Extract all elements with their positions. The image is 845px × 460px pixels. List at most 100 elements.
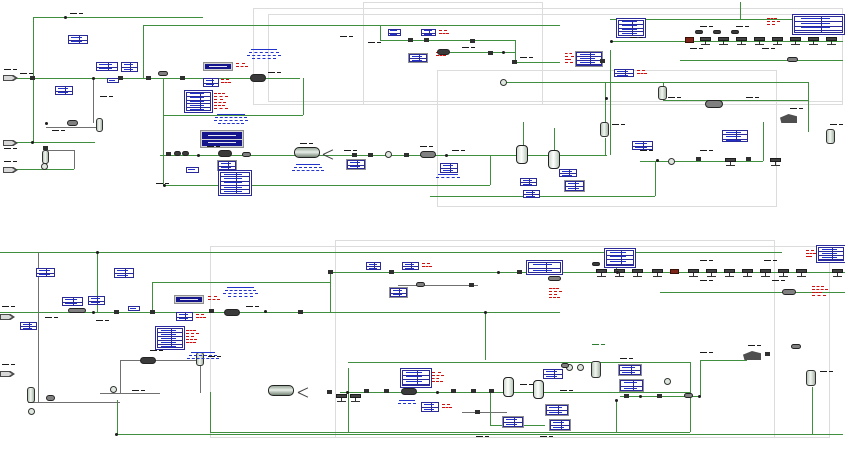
feed-stream-icon[interactable] xyxy=(0,313,15,321)
pipe-fitting-icon[interactable] xyxy=(713,30,721,34)
column-icon[interactable] xyxy=(516,145,528,164)
pipe-fitting-icon[interactable] xyxy=(782,289,796,295)
unit-label-box[interactable] xyxy=(203,62,233,71)
pipe-fitting-icon[interactable] xyxy=(67,120,78,126)
pump-icon[interactable] xyxy=(110,386,117,393)
stream-table[interactable] xyxy=(440,163,458,173)
stream-table[interactable] xyxy=(121,62,138,72)
pipe-fitting-icon[interactable] xyxy=(401,388,417,395)
valve-icon[interactable] xyxy=(624,394,629,398)
valve-icon[interactable] xyxy=(327,390,332,394)
stream-table[interactable] xyxy=(388,29,401,36)
vessel-vertical-icon[interactable] xyxy=(96,118,103,132)
pipe-fitting-icon[interactable] xyxy=(224,309,240,316)
valve-icon[interactable] xyxy=(166,152,171,156)
valve-icon[interactable] xyxy=(43,146,48,150)
air-cooler-icon[interactable] xyxy=(832,269,843,279)
air-cooler-icon[interactable] xyxy=(754,37,765,47)
valve-icon[interactable] xyxy=(404,153,409,157)
pipe-fitting-icon[interactable] xyxy=(182,151,189,156)
pipe-fitting-icon[interactable] xyxy=(787,57,798,62)
stream-table[interactable] xyxy=(114,268,134,278)
stream-table-large[interactable] xyxy=(528,262,561,273)
stream-table[interactable] xyxy=(347,160,365,169)
feed-stream-icon[interactable] xyxy=(3,74,18,82)
vessel-vertical-icon[interactable] xyxy=(658,86,667,100)
pipe-fitting-icon[interactable] xyxy=(731,30,739,34)
column-icon[interactable] xyxy=(533,380,544,399)
air-cooler-icon[interactable] xyxy=(614,269,625,279)
valve-icon[interactable] xyxy=(150,310,155,314)
pipe-fitting-icon[interactable] xyxy=(250,74,266,82)
compressor-icon[interactable] xyxy=(743,351,761,360)
stream-table-large[interactable] xyxy=(402,370,430,386)
air-cooler-icon[interactable] xyxy=(742,269,753,279)
pipe-fitting-icon[interactable] xyxy=(158,71,168,76)
stream-table-large[interactable] xyxy=(157,328,183,348)
pump-icon[interactable] xyxy=(668,158,675,165)
valve-icon[interactable] xyxy=(696,157,701,161)
stream-table[interactable] xyxy=(366,262,381,270)
stream-table[interactable] xyxy=(62,297,83,306)
pipe-fitting-icon[interactable] xyxy=(548,276,561,281)
vessel-vertical-icon[interactable] xyxy=(806,370,816,386)
stream-table-large[interactable] xyxy=(186,92,211,111)
air-cooler-icon[interactable] xyxy=(718,37,729,47)
vessel-vertical-icon[interactable] xyxy=(42,150,49,164)
stream-table[interactable] xyxy=(128,306,140,311)
air-cooler-icon[interactable] xyxy=(596,269,607,279)
pipe-fitting-icon[interactable] xyxy=(420,151,436,158)
air-cooler-icon[interactable] xyxy=(796,269,807,279)
stream-table[interactable] xyxy=(402,262,419,270)
stream-table[interactable] xyxy=(565,181,584,191)
unit-label-box[interactable] xyxy=(200,130,244,148)
valve-icon[interactable] xyxy=(146,76,151,80)
heater-block-icon[interactable] xyxy=(685,37,694,43)
column-icon[interactable] xyxy=(503,377,514,397)
pipe-fitting-icon[interactable] xyxy=(791,344,801,349)
vessel-vertical-icon[interactable] xyxy=(591,361,601,378)
vessel-vertical-icon[interactable] xyxy=(826,129,835,144)
pipe-fitting-icon[interactable] xyxy=(242,152,251,157)
pump-icon[interactable] xyxy=(41,163,48,170)
stream-table[interactable] xyxy=(218,161,236,170)
valve-icon[interactable] xyxy=(298,310,303,314)
pump-icon[interactable] xyxy=(500,79,507,86)
feed-stream-icon[interactable] xyxy=(0,370,15,378)
valve-icon[interactable] xyxy=(364,389,369,393)
stream-table[interactable] xyxy=(107,78,119,83)
valve-icon[interactable] xyxy=(470,39,475,43)
stream-table[interactable] xyxy=(520,178,537,186)
compressor-icon[interactable] xyxy=(780,114,797,123)
valve-icon[interactable] xyxy=(352,153,357,157)
unit-label-box[interactable] xyxy=(174,295,204,304)
air-cooler-icon[interactable] xyxy=(725,158,736,168)
valve-icon[interactable] xyxy=(471,389,476,393)
separator-vessel-icon[interactable] xyxy=(268,385,294,396)
air-cooler-icon[interactable] xyxy=(688,269,699,279)
stream-table[interactable] xyxy=(550,420,570,430)
valve-icon[interactable] xyxy=(30,76,35,80)
vessel-vertical-icon[interactable] xyxy=(600,122,609,137)
valve-icon[interactable] xyxy=(114,310,119,314)
stream-table[interactable] xyxy=(614,69,634,77)
separator-vessel-icon[interactable] xyxy=(294,147,320,158)
stream-table[interactable] xyxy=(20,322,37,330)
valve-icon[interactable] xyxy=(424,38,429,42)
pipe-fitting-icon[interactable] xyxy=(592,262,600,266)
valve-icon[interactable] xyxy=(180,76,185,80)
stream-table[interactable] xyxy=(576,52,602,66)
stream-table[interactable] xyxy=(390,288,407,297)
stream-table-large[interactable] xyxy=(818,247,844,261)
valve-icon[interactable] xyxy=(118,76,123,80)
valve-icon[interactable] xyxy=(384,389,389,393)
valve-icon[interactable] xyxy=(209,309,214,313)
pipe-fitting-icon[interactable] xyxy=(561,363,569,368)
pipe-fitting-icon[interactable] xyxy=(705,100,723,108)
air-cooler-icon[interactable] xyxy=(772,37,783,47)
valve-icon[interactable] xyxy=(368,153,373,157)
air-cooler-icon[interactable] xyxy=(826,37,837,47)
valve-icon[interactable] xyxy=(389,270,394,274)
feed-stream-icon[interactable] xyxy=(3,139,18,147)
air-cooler-icon[interactable] xyxy=(336,394,347,404)
